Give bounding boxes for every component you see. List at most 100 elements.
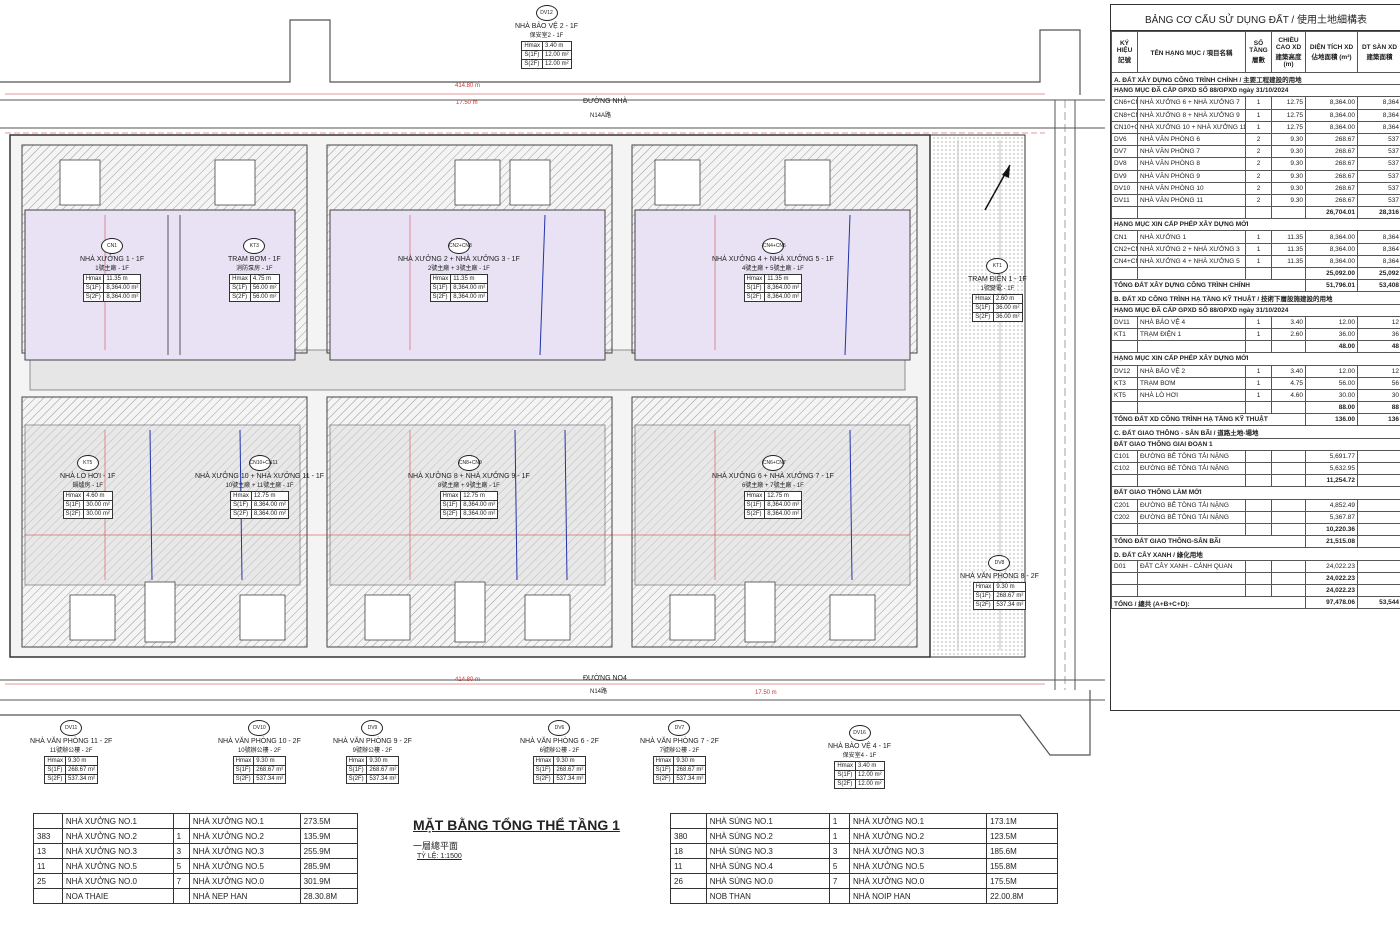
land-use-cell: 88 [1357,401,1400,415]
info-cell: 537.34 m² [673,774,707,784]
info-cell: 537.34 m² [366,774,400,784]
land-use-cell: 9.30 [1271,132,1306,147]
building-name: NHÀ VĂN PHÒNG 11 - 2F [30,738,113,745]
legend-cell: 135.9M [299,828,359,844]
land-use-cell: HẠNG MỤC XIN CẤP PHÉP XÂY DỰNG MỚI [1111,218,1400,232]
info-cell: 11.35 m [764,274,803,284]
land-use-cell: 12.75 [1271,120,1306,134]
building-tag: DV7 [668,720,691,736]
site-plan-drawing [0,19,1105,756]
building-name: NHÀ BẢO VỆ 2 - 1F [515,23,579,30]
land-use-cell [1245,449,1272,464]
info-cell: 8,364.00 m² [103,283,142,293]
legend-cell: 173.1M [986,813,1058,829]
land-use-cell: NHÀ XƯỞNG 10 + NHÀ XƯỞNG 11 [1137,120,1246,134]
land-use-cell: TRẠM ĐIỆN 1 [1137,327,1246,342]
land-use-cell [1245,571,1272,585]
land-use-cell: 9.30 [1271,145,1306,159]
land-use-cell: KT3 [1111,376,1138,390]
building-name: NHÀ VĂN PHÒNG 7 - 2F [640,738,719,745]
land-use-header-cell: DIỆN TÍCH XD 佔地面積 (m²) [1305,31,1358,73]
building-tag: CN8+CN9 [457,455,482,471]
info-cell: Hmax [82,274,105,284]
land-use-cell: 21,515.08 [1305,535,1358,549]
land-use-cell: 9.30 [1271,193,1306,208]
land-use-cell: 30.00 [1305,388,1358,403]
building-subname: 1號變電 - 1F [980,286,1015,292]
land-use-cell [1271,206,1306,220]
building-name: NHÀ XƯỞNG 8 + NHÀ XƯỞNG 9 - 1F [408,473,530,480]
land-use-cell: 88.00 [1305,401,1358,415]
legend-cell: 5 [828,858,851,874]
building-subname: 保安室4 - 1F [842,753,877,759]
land-use-cell [1137,583,1246,598]
land-use-cell: 1 [1245,96,1272,110]
land-use-cell: 11.35 [1271,230,1306,244]
land-use-cell: 5,367.87 [1305,510,1358,524]
info-cell: 36.00 m² [992,303,1023,313]
land-use-cell: C101 [1111,449,1138,464]
land-use-cell [1357,449,1400,464]
land-use-cell [1111,401,1138,415]
land-use-cell: 12.75 [1271,96,1306,110]
land-use-cell: 2 [1245,132,1272,147]
info-cell: S(2F) [834,779,856,789]
info-cell: 12.00 m² [855,770,885,780]
info-cell: 8,364.00 m² [764,500,803,510]
building-subname: 9號辦公樓 - 2F [352,748,393,754]
land-use-cell: 537 [1357,157,1400,171]
land-use-cell [1137,474,1246,488]
legend-cell: 383 [33,828,63,844]
info-cell: 537.34 m² [553,774,587,784]
info-cell: S(1F) [972,591,995,601]
legend-cell [670,813,707,829]
building-subname: 6號主廠 + 7號主廠 - 1F [741,483,804,489]
land-use-cell [1111,206,1138,220]
info-cell: S(1F) [230,500,252,510]
info-cell: Hmax [743,491,766,501]
land-use-row: HẠNG MỤC XIN CẤP PHÉP XÂY DỰNG MỚI [1111,218,1400,232]
land-use-cell [1271,449,1306,464]
land-use-cell [1137,266,1246,281]
info-cell: 8,364.00 m² [450,283,489,293]
land-use-cell: 537 [1357,169,1400,183]
land-use-cell: 268.67 [1305,132,1358,147]
legend-cell: NHÀ SÚNG NO.1 [705,813,830,829]
land-use-row: A. ĐẤT XÂY DỰNG CÔNG TRÌNH CHÍNH / 主要工程建… [1111,71,1400,86]
info-cell: Hmax [232,756,255,766]
legend-cell: NHÀ XƯỞNG NO.2 [188,828,301,844]
building-subname: 鍋爐房 - 1F [72,483,103,489]
info-cell: S(1F) [652,765,675,775]
info-cell: 268.67 m² [366,765,400,775]
land-use-cell: CN4+CN5 [1111,254,1138,269]
land-use-cell: 8,364.00 [1305,108,1358,122]
land-use-cell: CN1 [1111,230,1138,244]
land-use-cell: 8,364.00 [1305,120,1358,134]
info-cell: 9.30 m [64,756,99,766]
land-use-cell [1271,583,1306,598]
legend-cell: 3 [828,843,851,859]
info-cell: S(2F) [429,292,452,302]
building-subname: 消防泵房 - 1F [236,266,273,272]
info-cell: Hmax [521,41,543,51]
building-name: NHÀ XƯỞNG 2 + NHÀ XƯỞNG 3 - 1F [398,256,520,263]
land-use-cell [1357,498,1400,512]
info-cell: 8,364.00 m² [250,509,289,519]
land-use-cell: C201 [1111,498,1138,512]
info-cell: 9.30 m [366,756,400,766]
land-use-cell: DV7 [1111,145,1138,159]
